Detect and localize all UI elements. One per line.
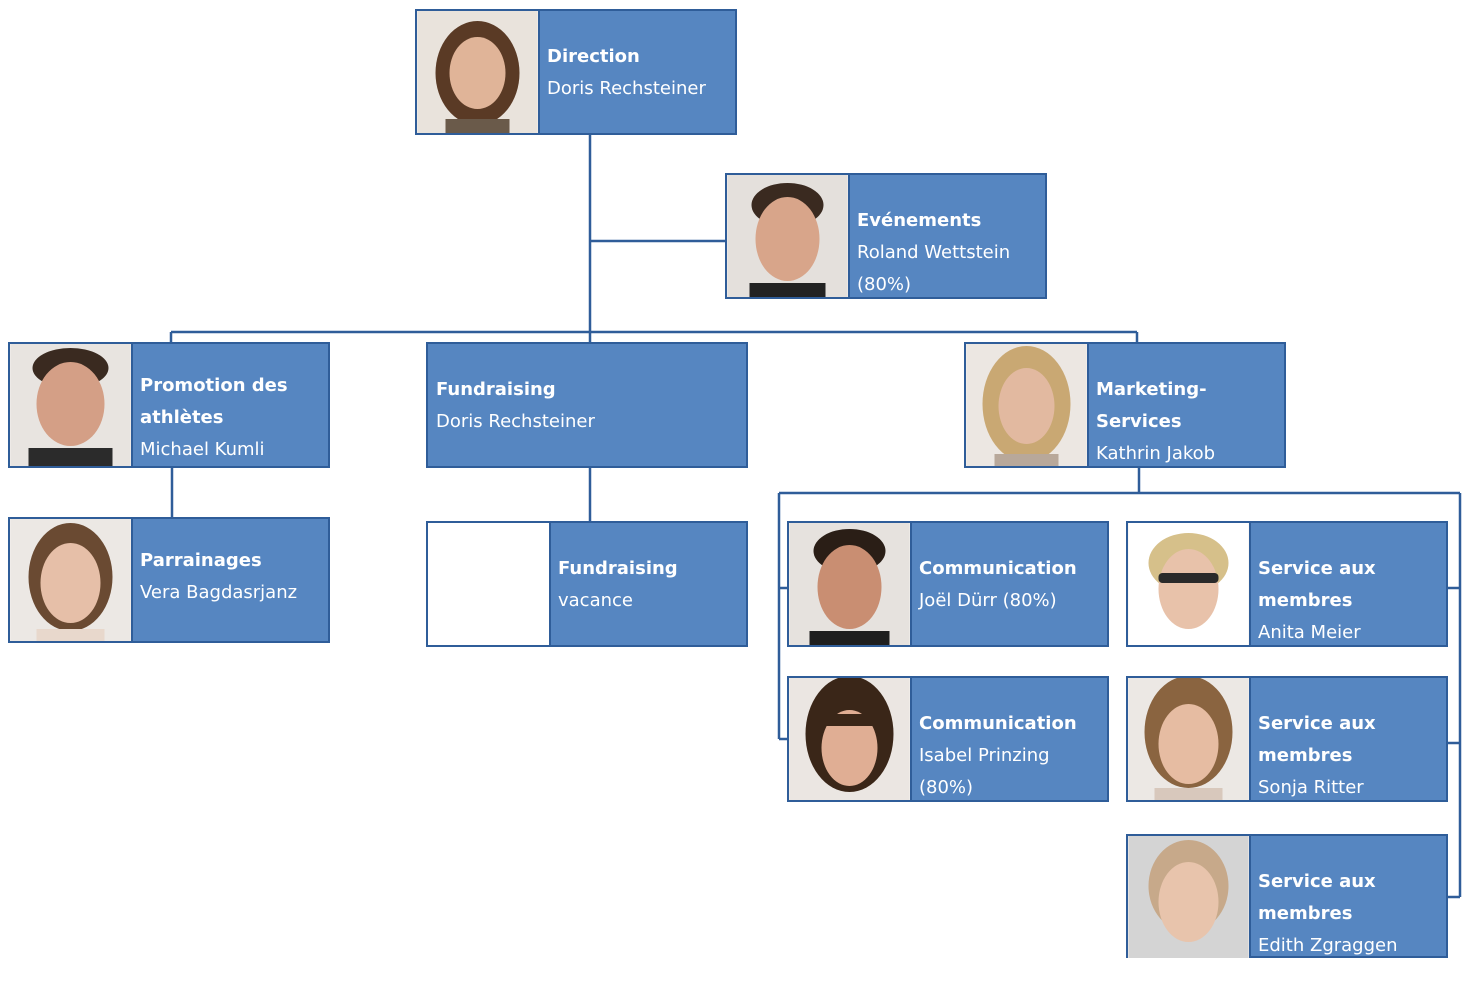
- node-title: Evénements: [857, 210, 982, 231]
- node-service-1: Service aux membres Anita Meier: [1126, 521, 1448, 647]
- photo-avatar: [789, 678, 912, 800]
- node-title: Communication: [919, 558, 1077, 579]
- node-person: Roland Wettstein (80%): [857, 242, 1011, 295]
- node-title: Service aux membres: [1258, 871, 1376, 924]
- photo-avatar: [727, 175, 850, 297]
- photo-avatar: [10, 519, 133, 641]
- node-person: Doris Rechsteiner: [547, 78, 706, 99]
- node-parrainages: Parrainages Vera Bagdasrjanz: [8, 517, 330, 643]
- node-person: Anita Meier: [1258, 622, 1361, 643]
- node-promotion: Promotion des athlètes Michael Kumli: [8, 342, 330, 468]
- node-fundraising-vacance: Fundraising vacance: [426, 521, 748, 647]
- node-evenements: Evénements Roland Wettstein (80%): [725, 173, 1047, 299]
- node-person: Joël Dürr (80%): [919, 590, 1057, 611]
- photo-avatar: [1128, 836, 1251, 958]
- node-marketing: Marketing-Services Kathrin Jakob: [964, 342, 1286, 468]
- photo-avatar: [789, 523, 912, 645]
- photo-avatar: [1128, 678, 1251, 800]
- node-title: Direction: [547, 46, 640, 67]
- photo-avatar: [417, 11, 540, 133]
- photo-avatar: [10, 344, 133, 466]
- node-person: Sonja Ritter: [1258, 777, 1364, 798]
- photo-avatar: [1128, 523, 1251, 645]
- node-person: vacance: [558, 590, 633, 611]
- node-person: Michael Kumli: [140, 439, 265, 460]
- node-person: Kathrin Jakob: [1096, 443, 1216, 464]
- node-fundraising: Fundraising Doris Rechsteiner: [426, 342, 748, 468]
- node-person: Doris Rechsteiner: [436, 411, 595, 432]
- node-communication-1: Communication Joël Dürr (80%): [787, 521, 1109, 647]
- node-person: Edith Zgraggen (20%): [1258, 935, 1398, 988]
- connector-lines: [169, 134, 1462, 899]
- node-title: Service aux membres: [1258, 558, 1376, 611]
- photo-avatar: [966, 344, 1089, 466]
- node-direction: Direction Doris Rechsteiner: [415, 9, 737, 135]
- node-service-2: Service aux membres Sonja Ritter: [1126, 676, 1448, 802]
- org-chart: Direction Doris Rechsteiner Evénements R…: [8, 9, 1462, 958]
- node-title: Promotion des athlètes: [140, 375, 288, 428]
- node-title: Fundraising: [436, 379, 556, 400]
- photo-placeholder: [428, 523, 551, 645]
- node-title: Parrainages: [140, 550, 262, 571]
- node-title: Communication: [919, 713, 1077, 734]
- node-person: Vera Bagdasrjanz: [140, 582, 298, 603]
- node-title: Marketing-Services: [1096, 379, 1207, 432]
- node-title: Service aux membres: [1258, 713, 1376, 766]
- node-communication-2: Communication Isabel Prinzing (80%): [787, 676, 1109, 802]
- node-title: Fundraising: [558, 558, 678, 579]
- node-service-3: Service aux membres Edith Zgraggen (20%): [1126, 834, 1448, 988]
- node-person: Isabel Prinzing (80%): [919, 745, 1050, 798]
